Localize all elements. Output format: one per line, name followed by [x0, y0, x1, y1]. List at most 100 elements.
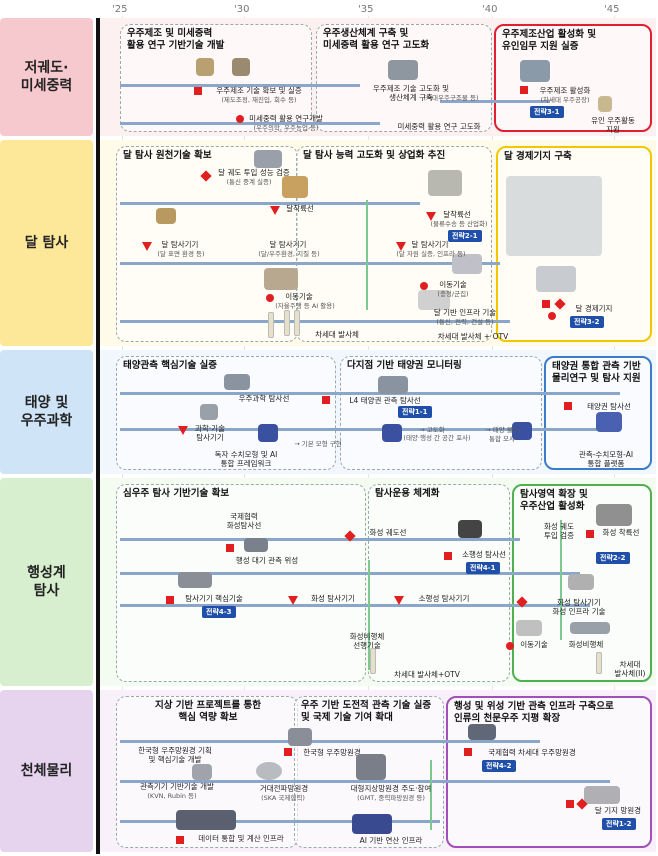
- label-sub: → 태양 물리 통합 모사: [485, 426, 519, 443]
- timeline-bar: [120, 740, 540, 743]
- model-icon: [258, 424, 278, 442]
- planet-phase2-box: 탐사운용 체계화: [368, 484, 510, 682]
- instrument-icon: [192, 764, 212, 780]
- timeline-bar: [120, 392, 620, 395]
- label: 달 경제기지: [575, 304, 613, 313]
- timeline-bar: [120, 572, 580, 575]
- ai-server-icon: [352, 814, 392, 834]
- astro-phase3-title: 행성 및 위성 기반 관측 인프라 구축으로 인류의 천문우주 지평 확장: [454, 701, 614, 724]
- planet-phase1-box: 심우주 탐사 기반기술 확보: [116, 484, 366, 682]
- platform-icon: [596, 412, 622, 432]
- label: 우주제조 기술 확보 및 실증: [216, 86, 302, 95]
- triangle-marker: [426, 212, 436, 221]
- strategy-badge: 전략1-1: [398, 406, 432, 418]
- infra-icon: [418, 290, 450, 310]
- lander-icon: [282, 176, 308, 198]
- label-sub: → 기본 모형 구현: [294, 440, 342, 448]
- rover-icon: [516, 620, 542, 636]
- connector-line: [430, 760, 432, 830]
- strategy-badge: 전략4-1: [466, 562, 500, 574]
- label-sub: (제도조정, 재진입, 회수 등): [221, 96, 297, 104]
- square-marker: [464, 748, 472, 756]
- capsule-icon: [232, 58, 250, 76]
- square-marker: [586, 530, 594, 538]
- strategy-badge: 전략1-2: [602, 818, 636, 830]
- leo-phase3-title: 우주제조산업 활성화 및 유인임무 지원 실증: [502, 29, 597, 52]
- label-sub: (충청/군집): [437, 290, 469, 298]
- label: 미세중력 활용 연구 고도화: [397, 122, 481, 131]
- data-center-icon: [176, 810, 236, 830]
- triangle-marker: [396, 242, 406, 251]
- label: 태양권 탐사선: [587, 402, 631, 411]
- radio-dish-icon: [256, 762, 282, 780]
- satellite-icon: [378, 376, 408, 394]
- circle-marker: [420, 282, 428, 290]
- year-axis: '25 '30 '35 '40 '45: [0, 0, 658, 22]
- label: 차세대 발사체 + OTV: [437, 332, 509, 341]
- space-station-icon: [388, 60, 418, 80]
- triangle-marker: [394, 596, 404, 605]
- telescope-icon: [288, 728, 312, 746]
- moon-phase3-title: 달 경제기지 구축: [504, 151, 572, 162]
- label: 화성 탐사기기 화성 인프라 기술: [552, 598, 606, 616]
- timeline-bar: [120, 604, 590, 607]
- timeline-bar: [440, 100, 550, 103]
- label-sub: (SKA 국제협력): [261, 794, 305, 802]
- square-marker: [520, 86, 528, 94]
- label-sub: (GMT, 중력파망원경 등): [357, 794, 425, 802]
- label: 차세대 발사체(II): [614, 660, 646, 678]
- moon-phase1-title: 달 탐사 원천기술 확보: [123, 150, 212, 161]
- square-marker: [194, 87, 202, 95]
- label: 이동기술: [285, 292, 313, 301]
- timeline-bar: [120, 84, 360, 87]
- label: 대형지상망원경 주도·참여: [350, 784, 432, 793]
- square-marker: [226, 544, 234, 552]
- leo-phase1-box: 우주제조 및 미세중력 활용 연구 기반기술 개발: [120, 24, 312, 132]
- label: 달 탐사기기: [269, 240, 307, 249]
- moon-base-icon: [506, 176, 602, 256]
- year-label: '30: [234, 4, 250, 15]
- triangle-marker: [142, 242, 152, 251]
- label: 화성비행체 선행기술: [349, 632, 385, 650]
- label: 한국형 우주망원경: [303, 748, 361, 757]
- timeline-bar: [120, 262, 500, 265]
- astro-phase2-title: 우주 기반 도전적 관측 기술 실증 및 국제 기술 기여 확대: [301, 700, 432, 723]
- square-marker: [176, 836, 184, 844]
- year-label: '35: [358, 4, 374, 15]
- rover-icon: [568, 574, 594, 590]
- square-marker: [542, 300, 550, 308]
- label-sub: (달 자원 실증, 인프라 등): [396, 250, 466, 258]
- planet-phase3-title: 탐사영역 확장 및 우주산업 활성화: [520, 489, 588, 512]
- timeline-bar: [120, 202, 420, 205]
- label: 과학·기술 탐사기기: [195, 424, 225, 442]
- moon-phase2-title: 달 탐사 능력 고도화 및 상업화 추진: [303, 150, 446, 161]
- instrument-icon: [178, 572, 212, 588]
- strategy-badge: 전략4-2: [482, 760, 516, 772]
- rover-icon: [264, 268, 298, 290]
- leo-phase2-title: 우주생산체계 구축 및 미세중력 활용 연구 고도화: [323, 28, 430, 51]
- connector-line: [366, 200, 368, 310]
- label-sub: (우주의학, 우주농업 등): [253, 124, 319, 132]
- mars-lander-icon: [596, 504, 632, 526]
- square-marker: [166, 596, 174, 604]
- mars-aircraft-icon: [570, 622, 610, 634]
- timeline-bar: [120, 320, 510, 323]
- circle-marker: [266, 294, 274, 302]
- label: 데이터 통합 및 계산 인프라: [198, 834, 284, 843]
- label: 국제협력 차세대 우주망원경: [488, 748, 576, 757]
- model-icon: [382, 424, 402, 442]
- asteroid-probe-icon: [458, 520, 482, 538]
- label: 화성 궤도선: [369, 528, 407, 537]
- label: 이동기술: [520, 640, 548, 649]
- label: 우주제조 기술 고도화 및 생산체계 구축: [372, 84, 450, 102]
- connector-line: [368, 560, 370, 670]
- lander-icon: [428, 170, 462, 196]
- connector-line: [560, 520, 562, 640]
- row-label-leo: 저궤도· 미세중력: [0, 18, 93, 136]
- label: 탐사기기 핵심기술: [185, 594, 243, 603]
- label: 소행성 탐사기기: [418, 594, 470, 603]
- label: 화성 탐사기기: [311, 594, 355, 603]
- timeline-bar: [120, 538, 520, 541]
- square-marker: [564, 402, 572, 410]
- strategy-badge: 전략3-1: [530, 106, 564, 118]
